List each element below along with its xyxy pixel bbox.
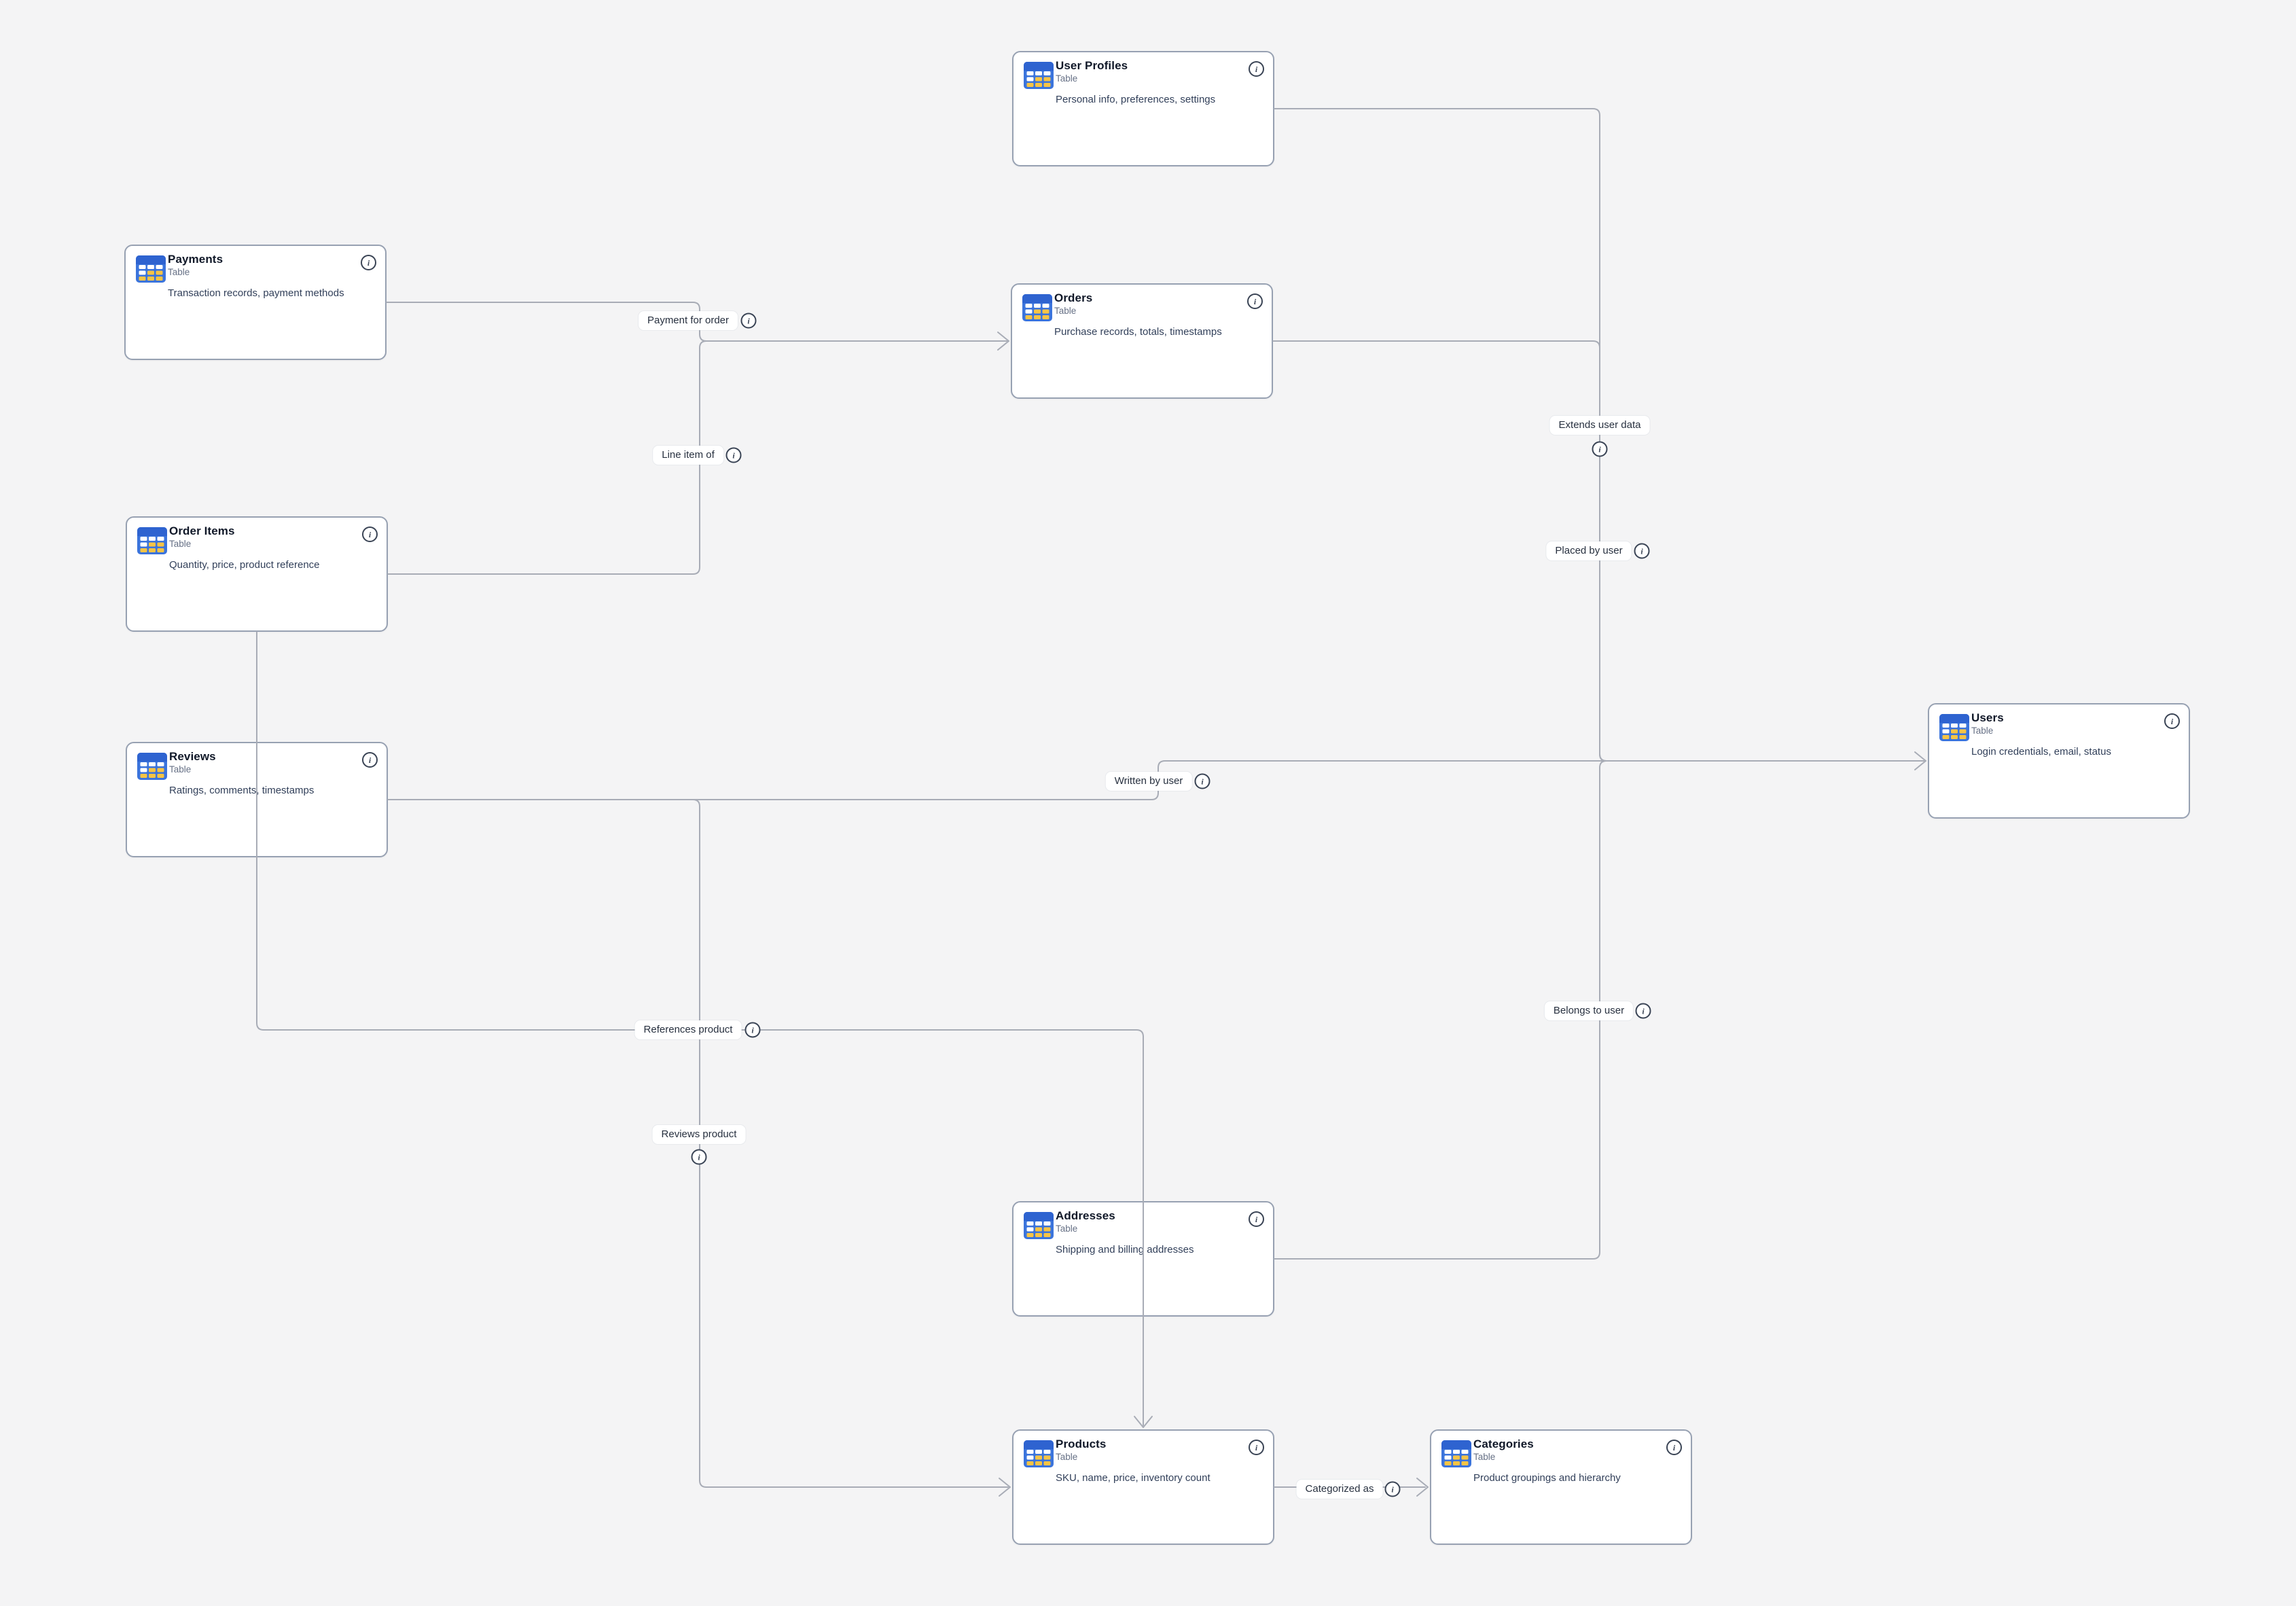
node-title: Addresses: [1056, 1209, 1115, 1222]
info-icon[interactable]: i: [362, 527, 378, 542]
info-icon[interactable]: i: [1249, 1440, 1264, 1455]
node-title: Users: [1971, 711, 2004, 724]
node-addresses[interactable]: Addresses Table i Shipping and billing a…: [1012, 1201, 1274, 1317]
node-payments[interactable]: Payments Table i Transaction records, pa…: [124, 245, 387, 360]
node-type-label: Table: [1056, 73, 1078, 84]
info-icon[interactable]: i: [361, 255, 376, 270]
edge-info-icon-placed-by-user[interactable]: i: [1634, 543, 1650, 559]
edge-info-icon-reviews-product[interactable]: i: [691, 1149, 707, 1165]
node-title: Categories: [1473, 1438, 1534, 1450]
edge-label-reviews-product[interactable]: Reviews product: [652, 1125, 746, 1144]
table-icon: [1939, 714, 1969, 741]
node-type-label: Table: [1056, 1452, 1078, 1462]
node-description: SKU, name, price, inventory count: [1056, 1472, 1210, 1484]
table-icon: [137, 527, 167, 554]
node-orders[interactable]: Orders Table i Purchase records, totals,…: [1011, 283, 1273, 399]
node-description: Personal info, preferences, settings: [1056, 94, 1216, 105]
node-description: Ratings, comments, timestamps: [169, 785, 315, 796]
edge-info-icon-line-item-of[interactable]: i: [725, 447, 742, 463]
table-icon: [1024, 1212, 1054, 1239]
info-icon[interactable]: i: [1249, 1211, 1264, 1227]
node-type-label: Table: [1473, 1452, 1496, 1462]
table-icon: [136, 255, 166, 283]
node-users[interactable]: Users Table i Login credentials, email, …: [1928, 703, 2190, 819]
arrowhead-products-top: [1134, 1416, 1153, 1428]
table-icon: [137, 753, 167, 780]
edge-label-written-by-user[interactable]: Written by user: [1105, 772, 1192, 791]
node-user-profiles[interactable]: User Profiles Table i Personal info, pre…: [1012, 51, 1274, 166]
node-description: Quantity, price, product reference: [169, 559, 320, 571]
node-type-label: Table: [1056, 1224, 1078, 1234]
table-icon: [1441, 1440, 1471, 1467]
node-type-label: Table: [168, 267, 190, 277]
info-icon[interactable]: i: [1249, 61, 1264, 77]
edge-label-belongs-to-user[interactable]: Belongs to user: [1544, 1001, 1634, 1020]
arrowhead-categories-left: [1416, 1478, 1429, 1497]
node-order-items[interactable]: Order Items Table i Quantity, price, pro…: [126, 516, 388, 632]
edge-info-icon-references-product[interactable]: i: [745, 1022, 761, 1038]
table-icon: [1024, 62, 1054, 89]
node-description: Login credentials, email, status: [1971, 746, 2111, 757]
info-icon[interactable]: i: [362, 752, 378, 768]
edge-info-icon-extends-user-data[interactable]: i: [1592, 441, 1608, 457]
table-icon: [1024, 1440, 1054, 1467]
edge-label-extends-user-data[interactable]: Extends user data: [1549, 416, 1650, 435]
node-title: Order Items: [169, 524, 235, 537]
info-icon[interactable]: i: [2164, 713, 2180, 729]
table-icon: [1022, 294, 1052, 321]
node-products[interactable]: Products Table i SKU, name, price, inven…: [1012, 1429, 1274, 1545]
node-type-label: Table: [169, 764, 192, 774]
node-type-label: Table: [169, 539, 192, 549]
node-title: Reviews: [169, 750, 216, 763]
edge-label-references-product[interactable]: References product: [634, 1020, 742, 1039]
node-title: Payments: [168, 253, 223, 266]
node-description: Shipping and billing addresses: [1056, 1244, 1194, 1255]
node-type-label: Table: [1971, 726, 1994, 736]
edge-info-icon-categorized-as[interactable]: i: [1384, 1481, 1401, 1497]
node-title: Orders: [1054, 291, 1093, 304]
edge-label-line-item-of[interactable]: Line item of: [653, 446, 723, 465]
node-description: Purchase records, totals, timestamps: [1054, 326, 1222, 338]
edge-info-icon-payment-for-order[interactable]: i: [740, 313, 757, 329]
edge-label-placed-by-user[interactable]: Placed by user: [1546, 541, 1632, 560]
edge-label-payment-for-order[interactable]: Payment for order: [638, 311, 738, 330]
node-description: Transaction records, payment methods: [168, 287, 344, 299]
edge-label-categorized-as[interactable]: Categorized as: [1296, 1480, 1383, 1499]
edge-info-icon-written-by-user[interactable]: i: [1194, 773, 1210, 789]
node-categories[interactable]: Categories Table i Product groupings and…: [1430, 1429, 1692, 1545]
node-description: Product groupings and hierarchy: [1473, 1472, 1621, 1484]
arrowhead-users-left: [1914, 751, 1926, 770]
info-icon[interactable]: i: [1666, 1440, 1682, 1455]
node-title: Products: [1056, 1438, 1107, 1450]
edge-info-icon-belongs-to-user[interactable]: i: [1635, 1003, 1651, 1019]
arrowhead-orders-left: [997, 332, 1009, 351]
node-reviews[interactable]: Reviews Table i Ratings, comments, times…: [126, 742, 388, 857]
edge-extends-user-data[interactable]: [1274, 108, 1924, 762]
node-type-label: Table: [1054, 306, 1077, 316]
node-title: User Profiles: [1056, 59, 1128, 72]
arrowhead-products-left: [999, 1478, 1011, 1497]
info-icon[interactable]: i: [1247, 293, 1263, 309]
